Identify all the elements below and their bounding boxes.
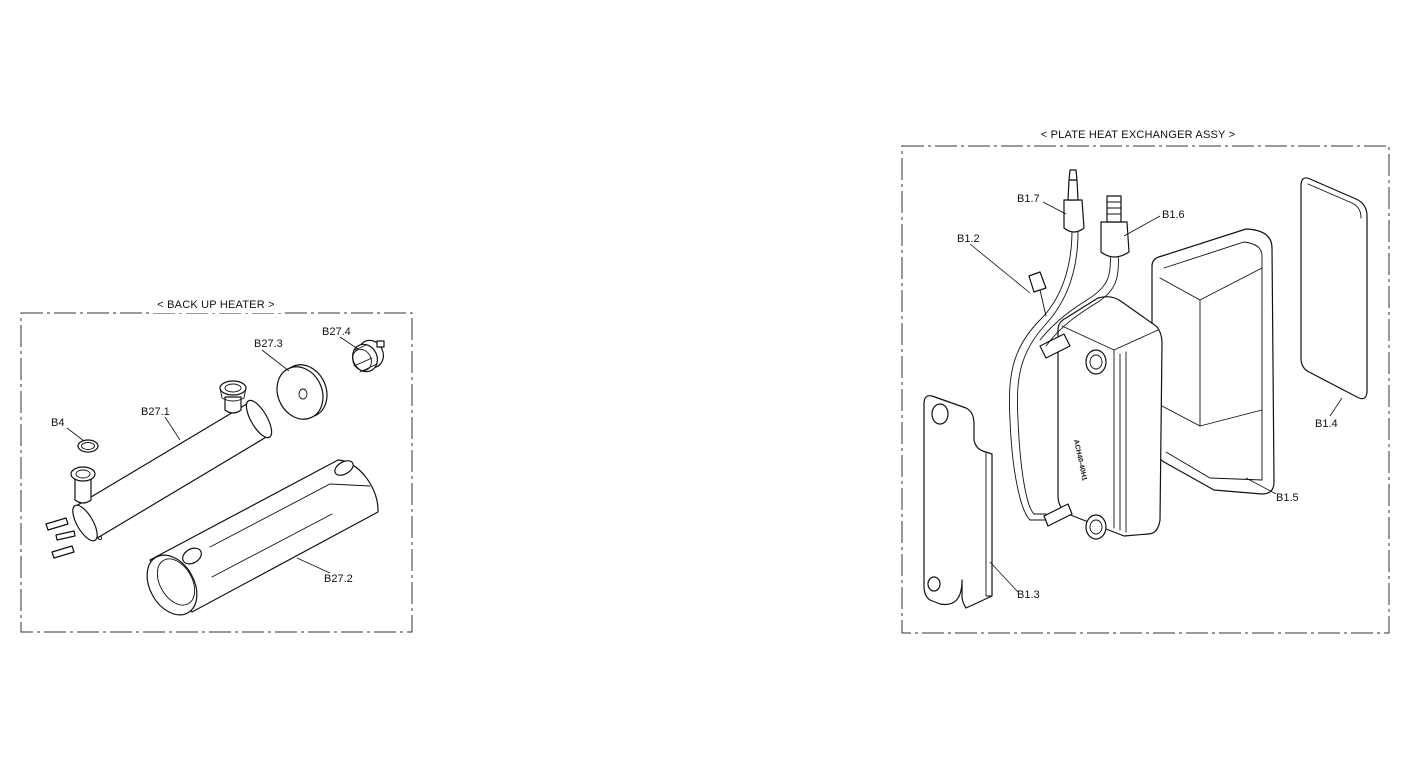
- back-up-heater-frame: [20, 312, 413, 633]
- front-plate-b1-3: [923, 395, 993, 609]
- sensor-b1-7: [1063, 169, 1085, 233]
- label-b1-5: B1.5: [1276, 492, 1299, 504]
- heater-tube-b27-1: [45, 380, 273, 559]
- label-b1-3: B1.3: [1017, 589, 1040, 601]
- rear-pad-b1-4: [1300, 177, 1368, 400]
- refrigerant-pipes: [1009, 229, 1119, 521]
- label-b1-2: B1.2: [957, 233, 980, 245]
- label-b27-4: B27.4: [322, 326, 351, 338]
- plate-heat-exchanger-leaders: [969, 201, 1343, 593]
- label-b27-2: B27.2: [324, 573, 353, 585]
- label-b27-3: B27.3: [254, 338, 283, 350]
- label-b4: B4: [51, 417, 64, 429]
- label-b1-6: B1.6: [1162, 209, 1185, 221]
- label-b1-7: B1.7: [1017, 193, 1040, 205]
- plate-heat-exchanger-group: < PLATE HEAT EXCHANGER ASSY > ACH40-40H1: [901, 126, 1390, 634]
- insulation-box-b1-5: [1151, 228, 1275, 495]
- back-up-heater-group: < BACK UP HEATER >: [20, 297, 413, 633]
- plate-heat-exchanger-frame: [901, 145, 1390, 634]
- plate-heat-exchanger-title: < PLATE HEAT EXCHANGER ASSY >: [1041, 129, 1236, 141]
- heat-exchanger-body: ACH40-40H1: [1039, 296, 1163, 540]
- o-ring-b4: [77, 439, 99, 453]
- sensor-b1-2: [1028, 271, 1047, 317]
- title-mask: [1040, 126, 1234, 142]
- label-b27-1: B27.1: [141, 406, 170, 418]
- disc-b27-3: [276, 364, 328, 420]
- sensor-b1-6: [1100, 195, 1130, 258]
- back-up-heater-leaders: [66, 336, 359, 574]
- label-b1-4: B1.4: [1315, 418, 1338, 430]
- cap-b27-4: [352, 339, 385, 373]
- insulation-sleeve-b27-2: [146, 459, 379, 616]
- title-mask: [152, 297, 282, 313]
- back-up-heater-title: < BACK UP HEATER >: [157, 299, 275, 311]
